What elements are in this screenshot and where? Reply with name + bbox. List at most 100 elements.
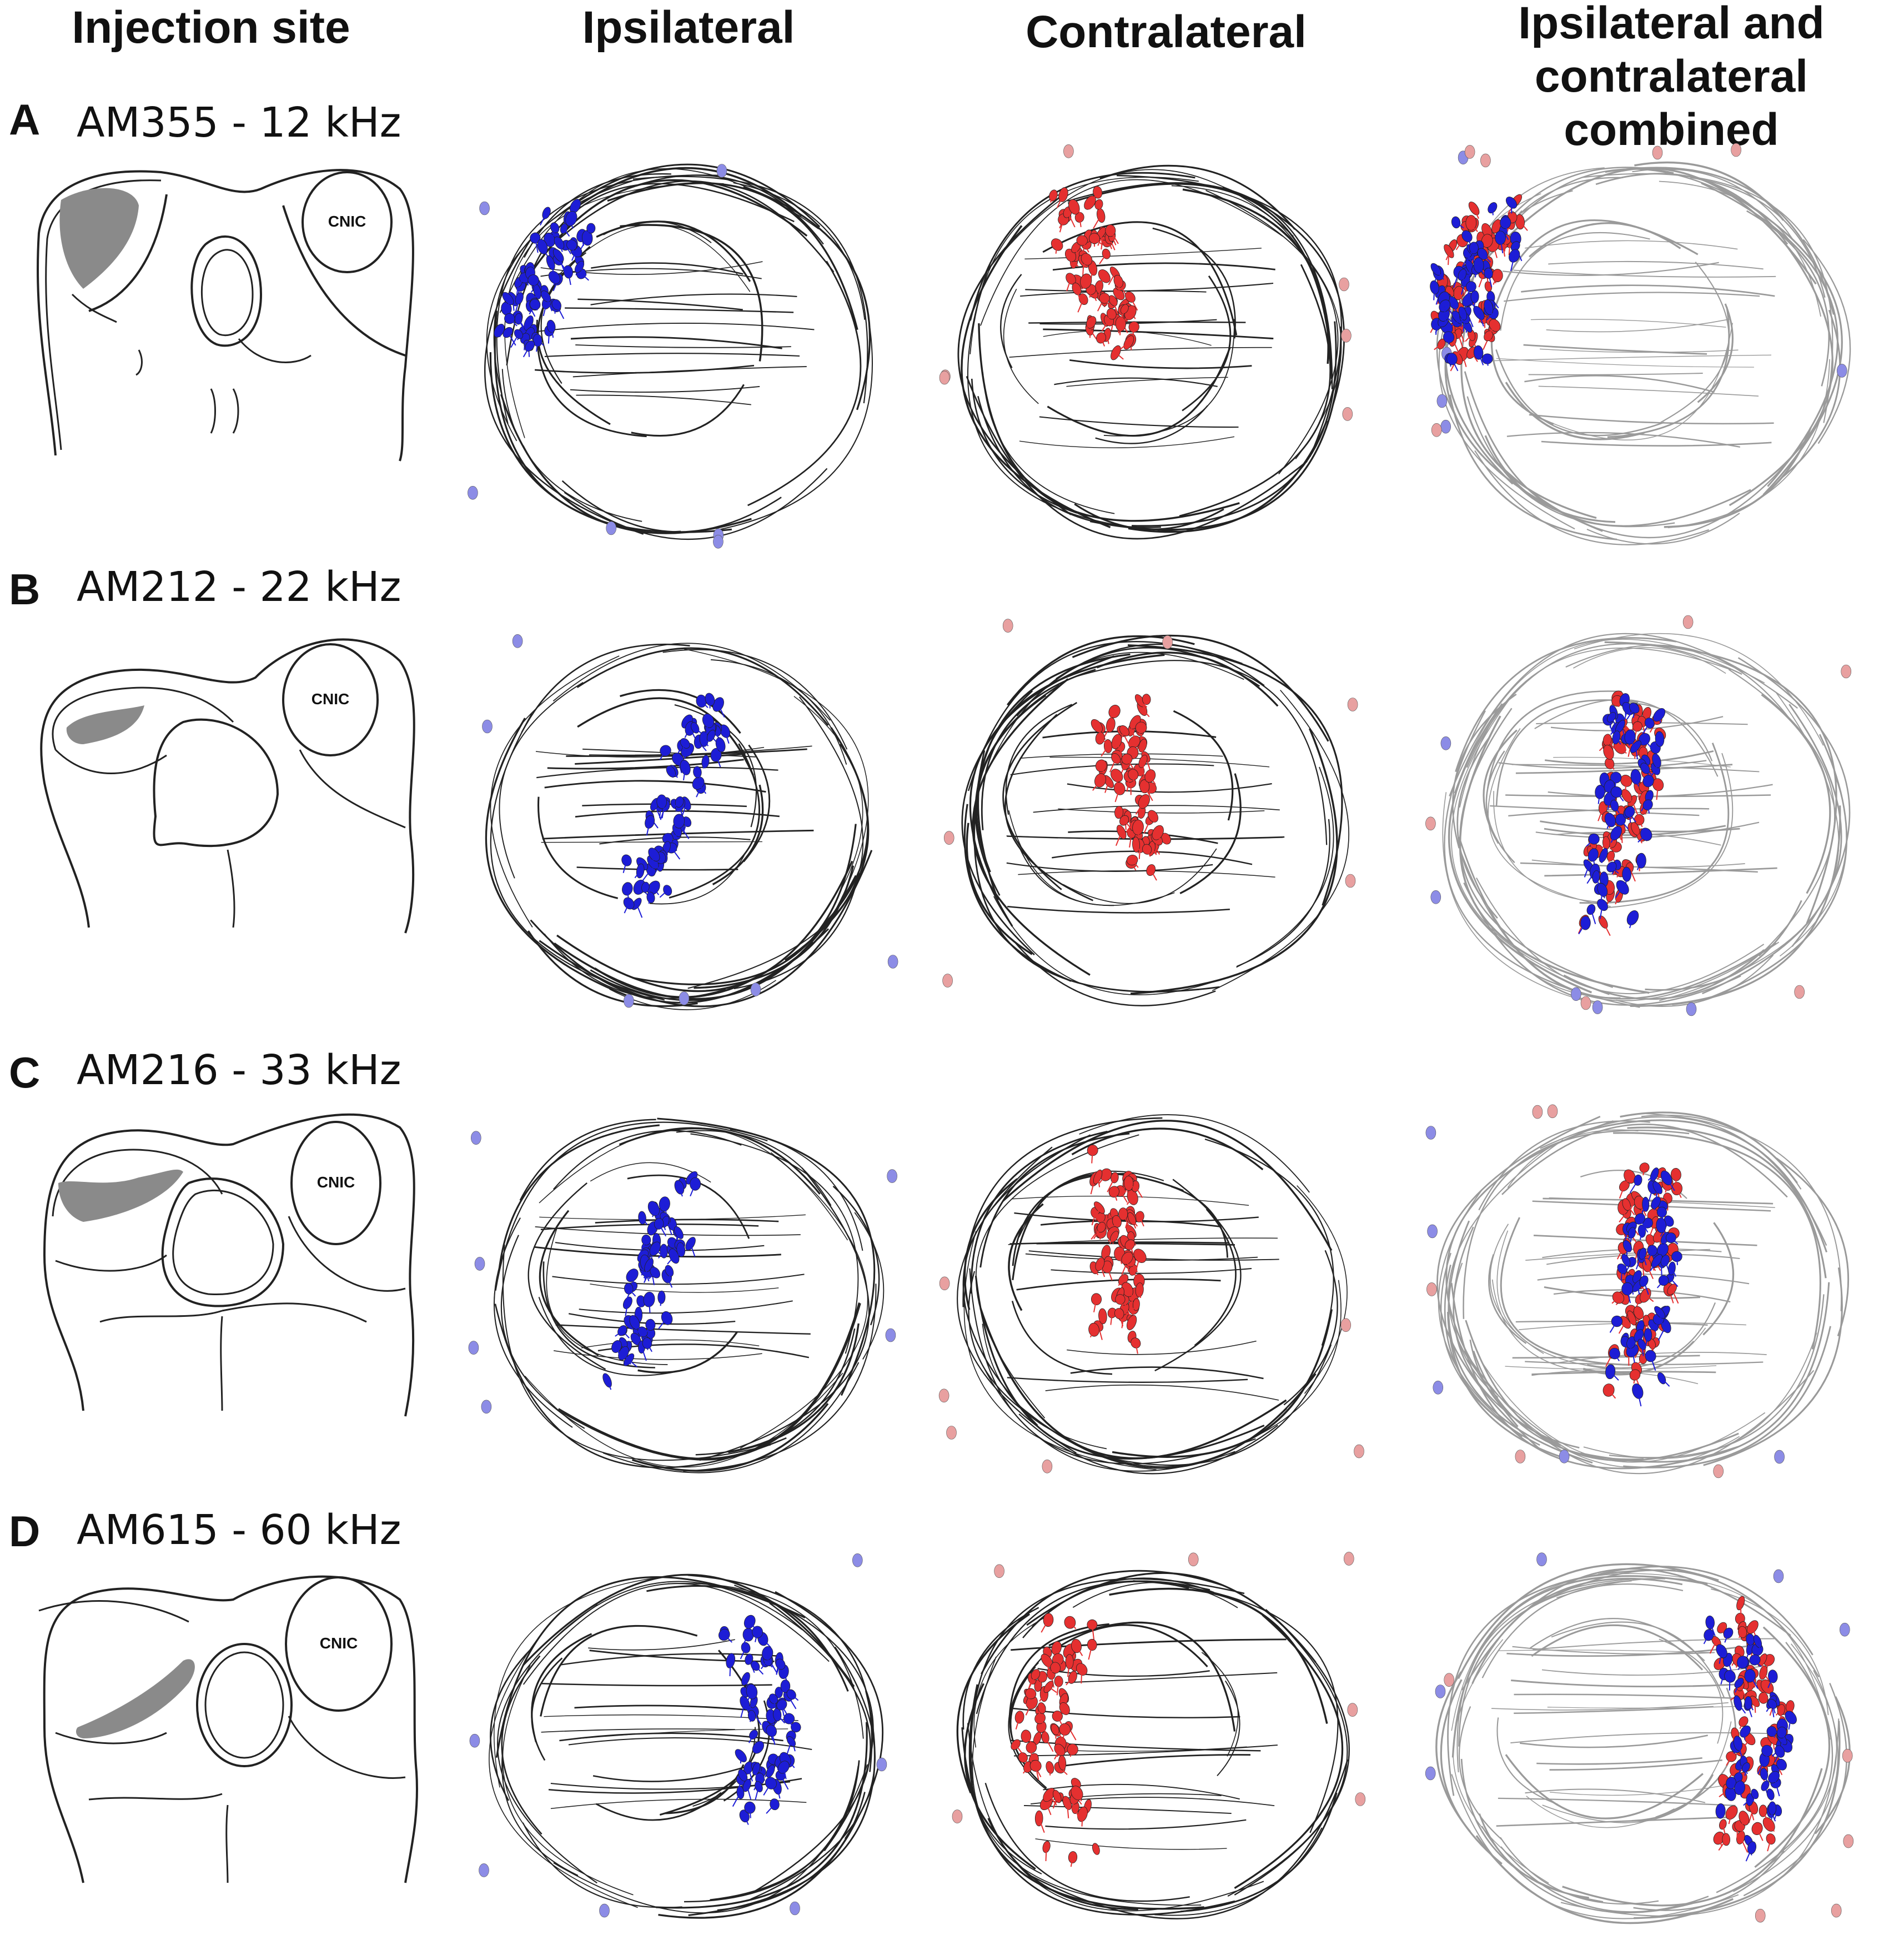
contralateral-neuron-process (1059, 219, 1064, 233)
contralateral-neuron (1124, 1239, 1135, 1250)
contralateral-neuron-process (1089, 1329, 1095, 1338)
ipsilateral-neuron (1629, 703, 1640, 714)
ipsilateral-neuron-process (1644, 739, 1651, 748)
contralateral-neuron-process (1134, 1186, 1143, 1199)
ipsilateral-panel-a (468, 163, 873, 549)
ipsilateral-neuron-process (1737, 1743, 1742, 1757)
contralateral-neuron-process (1646, 1265, 1654, 1280)
contralateral-neuron-process (1448, 251, 1450, 265)
outline-stroke (699, 1167, 870, 1461)
cnic-outline (290, 1121, 381, 1245)
ipsilateral-neuron-process (642, 869, 652, 881)
ipsilateral-neuron-process (660, 805, 666, 820)
outline-stroke (1095, 405, 1208, 444)
ipsilateral-neuron-process (773, 1698, 777, 1710)
ipsilateral-neuron-process (523, 345, 530, 358)
outline-stroke (1627, 1126, 1827, 1279)
faint-neuron (1426, 1282, 1437, 1296)
ipsilateral-neuron-process (1650, 1356, 1656, 1371)
ipsilateral-neuron-process (1765, 1751, 1768, 1758)
contralateral-neuron-process (1055, 244, 1058, 254)
ipsilateral-neuron-process (643, 1265, 650, 1279)
faint-neuron (887, 955, 898, 969)
contralateral-neuron-process (1107, 1177, 1116, 1192)
outline-stroke (1779, 775, 1847, 957)
outline-stroke (557, 1303, 861, 1461)
ipsilateral-neuron-process (684, 750, 689, 759)
contralateral-neuron-process (1625, 780, 1627, 791)
ipsilateral-neuron-process (644, 1324, 651, 1337)
contralateral-neuron-process (1656, 1172, 1662, 1180)
ipsilateral-neuron-process (707, 727, 711, 734)
contralateral-neuron-process (1057, 1659, 1062, 1668)
ipsilateral-neuron-process (1659, 715, 1661, 723)
interior-stroke (581, 1339, 760, 1349)
contralateral-neuron-process (1629, 868, 1636, 882)
ipsilateral-neuron (514, 329, 523, 339)
ipsilateral-neuron-process (556, 304, 565, 319)
outline-stroke (1814, 1696, 1851, 1834)
ipsilateral-neuron-process (563, 228, 570, 237)
contralateral-neuron-process (1062, 1762, 1065, 1771)
ipsilateral-neuron-process (763, 1783, 772, 1796)
outline-stroke (1634, 1721, 1841, 1919)
ipsilateral-neuron-process (1578, 923, 1586, 935)
outline-stroke (987, 1818, 1138, 1911)
ipsilateral-neuron (1642, 799, 1653, 810)
contralateral-neuron-process (1718, 1839, 1727, 1851)
ipsilateral-neuron-process (634, 1322, 642, 1332)
outline-stroke (1179, 264, 1332, 517)
outline-stroke (531, 1633, 592, 1743)
faint-neuron (852, 1553, 863, 1567)
ipsilateral-neuron-process (670, 771, 679, 778)
contralateral-neuron-process (1049, 195, 1054, 203)
ipsilateral-neuron-process (701, 700, 709, 708)
contralateral-neuron (1072, 282, 1082, 295)
contralateral-neuron-process (1457, 333, 1464, 349)
ipsilateral-neuron (1634, 1213, 1645, 1225)
ipsilateral-neuron-process (1749, 1675, 1759, 1689)
outline-stroke (646, 1585, 849, 1692)
combined-panel-d (1425, 1552, 1854, 1924)
contralateral-neuron-process (1519, 221, 1528, 231)
interior-stroke (1553, 1352, 1767, 1364)
interior-stroke (1536, 1757, 1702, 1765)
ipsilateral-neuron-process (1639, 1231, 1642, 1240)
ipsilateral-neuron-process (1629, 1180, 1639, 1194)
ipsilateral-neuron-process (1774, 1810, 1779, 1821)
ipsilateral-neuron-process (1660, 1262, 1662, 1276)
ipsilateral-neuron (1652, 753, 1661, 768)
ipsilateral-neuron-process (777, 1686, 786, 1699)
contralateral-neuron-process (1123, 820, 1131, 829)
contralateral-neuron-process (1484, 317, 1486, 328)
ipsilateral-neuron-process (1630, 1232, 1632, 1242)
column-header-contralateral: Contralateral (1026, 7, 1307, 57)
ipsilateral-neuron-process (1669, 1277, 1679, 1287)
outline-stroke (489, 352, 648, 534)
interior-stroke (574, 1705, 754, 1711)
faint-neuron (1345, 874, 1356, 888)
contralateral-neuron-process (1618, 1322, 1626, 1334)
outline-stroke (712, 784, 764, 885)
contralateral-neuron (1111, 345, 1121, 360)
ipsilateral-neuron-process (666, 1276, 673, 1288)
ipsilateral-neuron-process (706, 720, 709, 735)
contralateral-neuron-process (1075, 247, 1078, 260)
interior-stroke (552, 1274, 805, 1285)
interior-stroke (1028, 1250, 1279, 1261)
contralateral-neuron (1132, 819, 1144, 835)
ipsilateral-neuron-process (1703, 1635, 1710, 1645)
interior-stroke (1525, 1788, 1706, 1803)
contralateral-neuron (1105, 224, 1116, 237)
ipsilateral-neuron-process (636, 904, 643, 918)
ipsilateral-neuron (528, 274, 539, 286)
ipsilateral-neuron-process (1670, 1237, 1679, 1245)
outline-stroke (596, 220, 751, 282)
contralateral-neuron-process (1611, 1297, 1619, 1304)
contralateral-neuron (1138, 754, 1148, 768)
faint-neuron (876, 1757, 887, 1772)
ipsilateral-neuron-process (740, 1702, 746, 1718)
outline-stroke (1562, 1768, 1823, 1907)
outline-stroke (1500, 1846, 1709, 1913)
outline-stroke (1486, 690, 1622, 789)
